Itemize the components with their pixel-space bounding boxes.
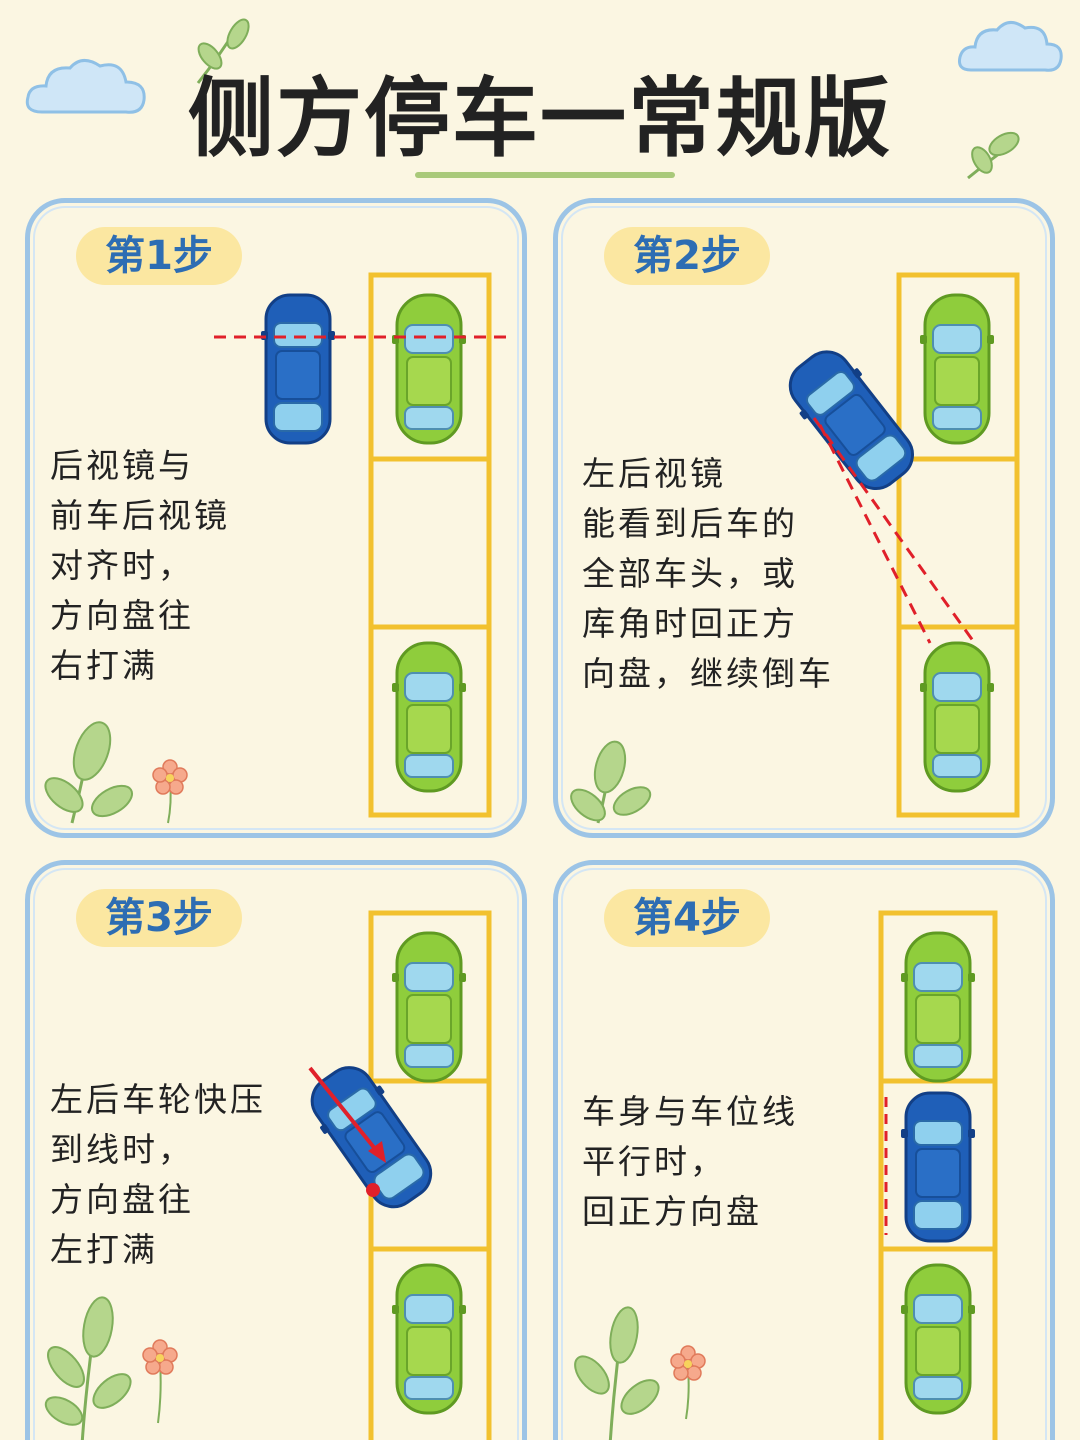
front-green-car: [899, 931, 977, 1083]
step-4-panel: 第4步 车身与车位线 平行时， 回正方向盘: [553, 860, 1055, 1440]
rear-green-car: [390, 1263, 468, 1415]
blue-car-angled: [775, 337, 928, 503]
cloud-left-icon: [25, 59, 146, 114]
blue-car: [259, 293, 337, 445]
step-3-diagram: [44, 910, 492, 1440]
step-1-diagram: [44, 272, 510, 824]
page-title: 侧方停车一常规版: [188, 69, 892, 169]
arrow-head: [368, 1141, 386, 1163]
cloud-right-icon: [958, 21, 1063, 72]
direction-arrow: [308, 1066, 382, 1157]
step-2-badge: 第2步: [604, 227, 770, 285]
flower-decoration-icon: [670, 1345, 706, 1420]
leaf-decoration-icon: [44, 1296, 132, 1440]
parking-slots: [896, 272, 1020, 818]
front-green-car: [918, 293, 996, 445]
rear-wheel-marker: [366, 1183, 380, 1197]
step-1-badge: 第1步: [76, 227, 242, 285]
front-green-car: [390, 293, 468, 445]
flower-decoration-icon: [152, 759, 188, 824]
leaf-sprig-top-left-icon: [196, 18, 250, 84]
step-4-description: 车身与车位线 平行时， 回正方向盘: [582, 1092, 798, 1231]
step-4-badge: 第4步: [604, 889, 770, 947]
rear-green-car: [918, 641, 996, 793]
leaf-decoration-icon: [570, 740, 652, 824]
rear-green-car: [390, 641, 468, 793]
leaf-decoration-icon: [44, 721, 133, 824]
rear-green-car: [899, 1263, 977, 1415]
flower-decoration-icon: [142, 1339, 178, 1424]
parking-slots: [368, 272, 492, 818]
step-2-description: 左后视镜 能看到后车的 全部车头，或 库角时回正方 向盘，继续倒车: [582, 454, 834, 693]
leaf-decoration-icon: [574, 1306, 660, 1440]
step-2-diagram: [570, 272, 1020, 824]
title-underline: [415, 172, 675, 178]
step-3-panel: 第3步 左后车轮快压 到线时， 方向盘往 左打满: [25, 860, 527, 1440]
front-green-car: [390, 931, 468, 1083]
step-1-panel: 第1步 后视镜与 前车后视镜 对齐时， 方向盘往 右打满: [25, 198, 527, 838]
sight-lines: [812, 417, 978, 646]
step-4-diagram: [574, 910, 998, 1440]
step-3-badge: 第3步: [76, 889, 242, 947]
step-3-description: 左后车轮快压 到线时， 方向盘往 左打满: [50, 1080, 266, 1269]
step-1-description: 后视镜与 前车后视镜 对齐时， 方向盘往 右打满: [50, 446, 230, 685]
leaf-sprig-top-right-icon: [967, 131, 1020, 180]
step-2-panel: 第2步 左后视镜 能看到后车的 全部车头，或 库角时回正方 向盘，继续倒车: [553, 198, 1055, 838]
blue-car-parked: [899, 1091, 977, 1243]
